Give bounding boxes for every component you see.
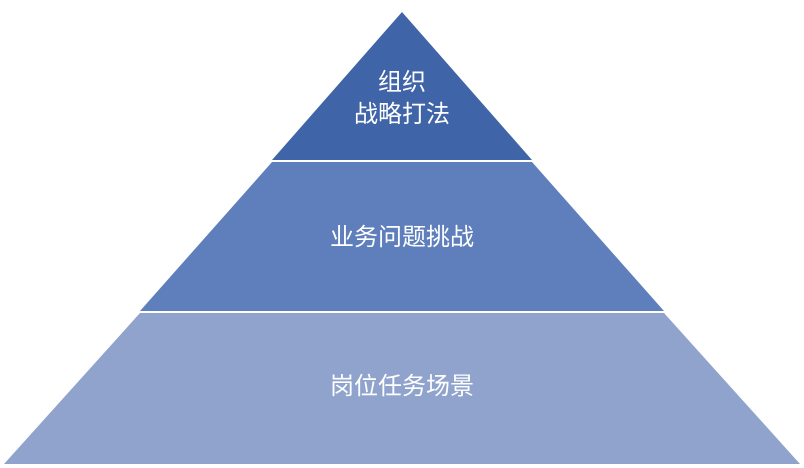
pyramid-tier-top — [272, 12, 532, 160]
pyramid-tier-middle — [140, 162, 664, 311]
tier-top-line-1: 组织 — [378, 68, 426, 96]
tier-bottom-line-1: 岗位任务场景 — [330, 372, 474, 400]
tier-label-top: 组织 战略打法 — [0, 66, 804, 130]
tier-top-line-2: 战略打法 — [354, 100, 450, 128]
tier-middle-line-1: 业务问题挑战 — [330, 223, 474, 251]
pyramid-tier-bottom — [4, 313, 800, 464]
tier-label-bottom: 岗位任务场景 — [0, 370, 804, 402]
tier-label-middle: 业务问题挑战 — [0, 221, 804, 253]
